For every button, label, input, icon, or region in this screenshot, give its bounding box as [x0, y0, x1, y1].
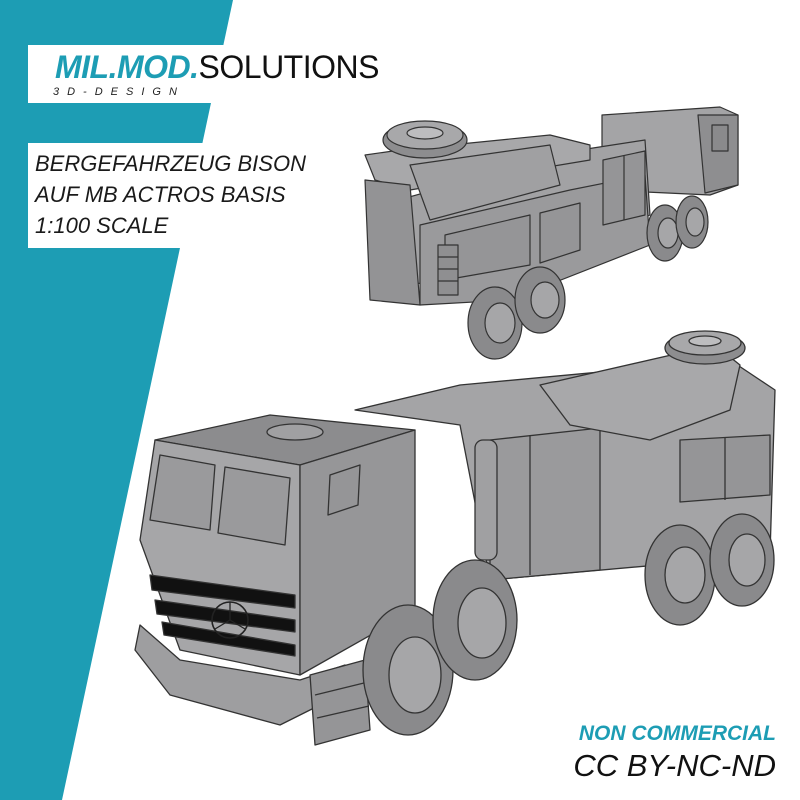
brand-tagline: 3D-DESIGN [53, 86, 185, 98]
brand-title-box: MIL.MOD.SOLUTIONS 3D-DESIGN [28, 45, 398, 103]
truck-rear-view-render [364, 106, 739, 360]
product-name-line: BERGEFAHRZEUG BISON [35, 151, 306, 176]
brand-logo: MIL.MOD.SOLUTIONS [55, 49, 379, 85]
truck-front-view-render [134, 330, 776, 746]
brand-accent-text: MIL.MOD. [55, 49, 199, 85]
product-scale-line: 1:100 SCALE [35, 213, 169, 238]
product-base-line: AUF MB ACTROS BASIS [35, 182, 286, 207]
license-code-label: CC BY-NC-ND [573, 748, 776, 783]
product-description-box: BERGEFAHRZEUG BISON AUF MB ACTROS BASIS … [28, 143, 328, 248]
brand-rest-text: SOLUTIONS [198, 49, 380, 85]
license-type-label: NON COMMERCIAL [578, 722, 776, 745]
